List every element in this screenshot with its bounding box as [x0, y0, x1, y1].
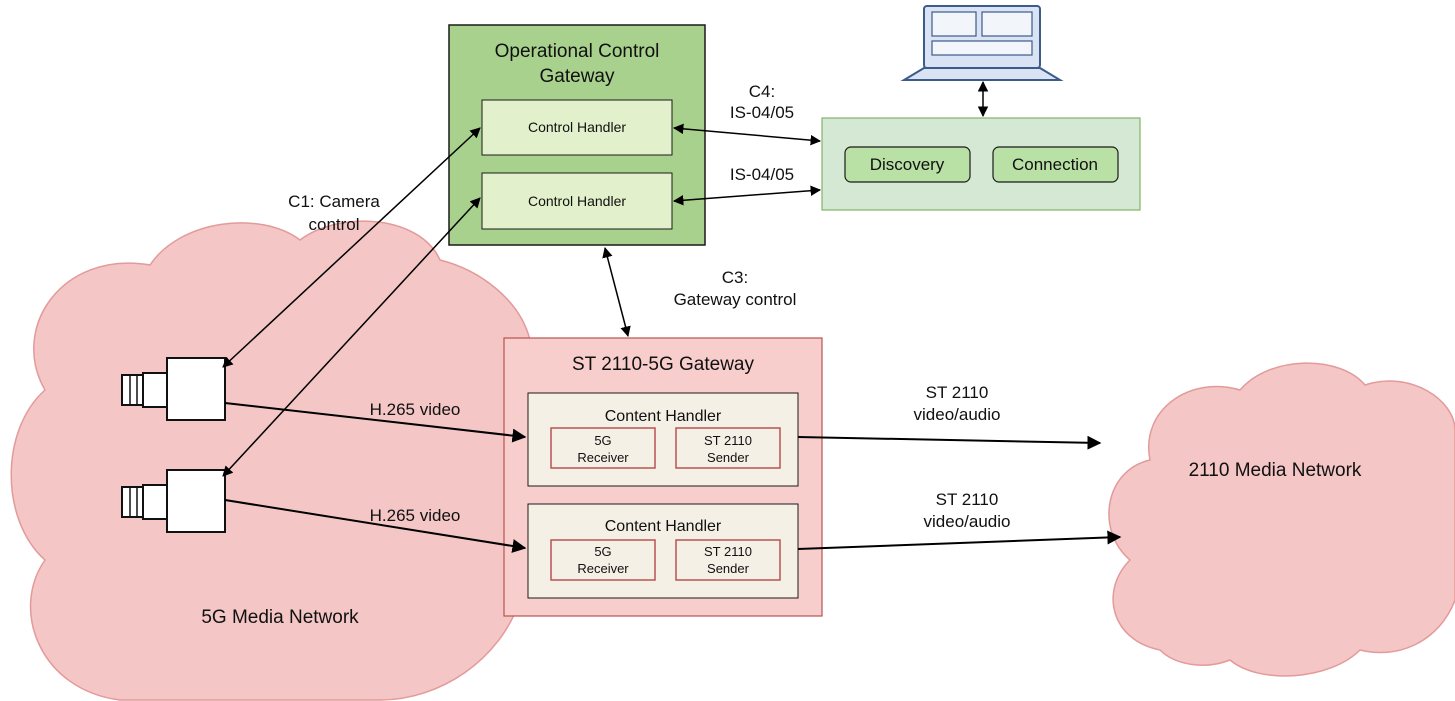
laptop-icon	[900, 5, 1064, 81]
st2110-output-label: video/audio	[914, 405, 1001, 424]
st2110-sender-label: Sender	[707, 561, 750, 576]
control-handler-box	[481, 172, 673, 230]
c4-is0405-link	[672, 123, 822, 206]
5g-receiver-label: 5G	[594, 544, 611, 559]
5g-receiver-label: 5G	[594, 433, 611, 448]
control-handler-label: Control Handler	[528, 119, 626, 135]
2110-media-network-label: 2110 Media Network	[1189, 460, 1362, 481]
st2110-sender-label: ST 2110	[704, 433, 752, 448]
control-handler-label: Control Handler	[528, 193, 626, 209]
5g-media-network-cloud	[10, 220, 555, 701]
5g-receiver-box	[550, 427, 656, 469]
h265-video-label: H.265 video	[370, 506, 461, 525]
5g-receiver-box	[550, 539, 656, 581]
connection-label: Connection	[1012, 155, 1098, 174]
content-handler-title: Content Handler	[605, 518, 722, 535]
st2110-sender-label: ST 2110	[704, 544, 752, 559]
discovery-label: Discovery	[870, 155, 945, 174]
c4-label: IS-04/05	[730, 103, 794, 122]
c1-label: control	[308, 215, 359, 234]
h265-video-label: H.265 video	[370, 400, 461, 419]
ocg-title-line2: Gateway	[540, 66, 615, 87]
h265-video-link	[224, 402, 527, 553]
c3-label: C3:	[722, 268, 748, 287]
discovery-button[interactable]	[844, 146, 971, 183]
st2110-output-label: video/audio	[924, 512, 1011, 531]
5g-receiver-label: Receiver	[577, 450, 629, 465]
c3-label: Gateway control	[674, 290, 797, 309]
st-gateway-title: ST 2110-5G Gateway	[572, 354, 755, 375]
st2110-sender-label: Sender	[707, 450, 750, 465]
st2110-sender-box	[675, 427, 781, 469]
2110-media-network-cloud	[1108, 362, 1455, 677]
5g-receiver-label: Receiver	[577, 561, 629, 576]
is0405-label: IS-04/05	[730, 165, 794, 184]
content-handler-title: Content Handler	[605, 408, 722, 425]
ocg-title-line1: Operational Control	[495, 41, 660, 62]
st2110-sender-box	[675, 539, 781, 581]
c1-label: C1: Camera	[288, 192, 380, 211]
c1-camera-control-link	[222, 127, 481, 477]
st2110-output-label: ST 2110	[936, 490, 999, 509]
camera-icon	[121, 469, 226, 533]
c3-gateway-control-link	[602, 246, 631, 338]
control-handler-box	[481, 99, 673, 156]
5g-media-network-label: 5G Media Network	[201, 607, 359, 628]
c4-label: C4:	[749, 82, 775, 101]
st2110-output-link	[797, 435, 1122, 550]
st2110-output-label: ST 2110	[926, 383, 989, 402]
connection-button[interactable]	[992, 146, 1119, 183]
